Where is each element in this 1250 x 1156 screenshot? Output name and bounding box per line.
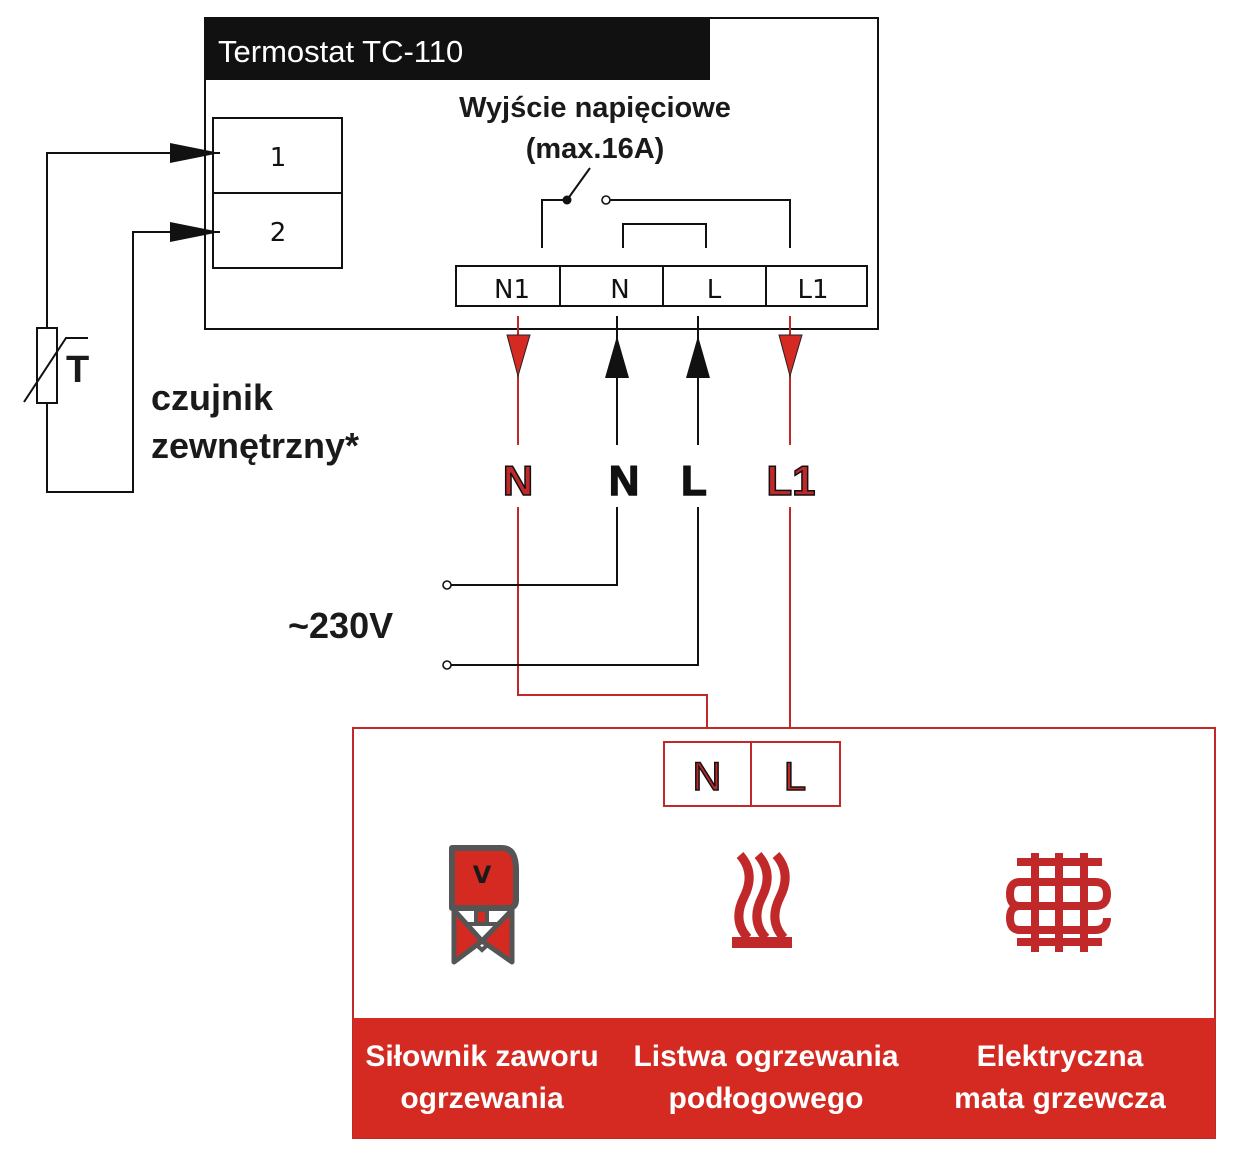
sensor-label-line2: zewnętrzny*: [151, 425, 359, 466]
thermostat-device: Termostat TC-110 Wyjście napięciowe (max…: [204, 17, 879, 330]
load-item-1-line1: Siłownik zaworu: [365, 1040, 598, 1073]
supply-voltage-label: ~230V: [288, 605, 393, 646]
wire-n-to-load: [517, 507, 708, 742]
arrow-up-l-icon: [686, 336, 710, 378]
bridge-n-l: [622, 223, 707, 248]
load-terminal-n: [663, 741, 752, 807]
sensor-terminal-block: 1 2: [212, 117, 343, 269]
load-terminal-n-label: N: [693, 755, 722, 799]
load-terminal-l-label: L: [784, 755, 806, 799]
load-box: N L V Siłowni: [352, 727, 1216, 1139]
supply-terminal-l: [442, 660, 452, 670]
relay-pivot: [562, 195, 572, 205]
arrow-up-n-icon: [605, 336, 629, 378]
external-sensor: T czujnik zewnętrzny*: [23, 143, 359, 493]
terminal-l1-label: L1: [797, 275, 828, 305]
device-title-bar: [205, 18, 710, 80]
heating-strip-icon: [732, 852, 792, 948]
arrow-to-terminal-2-icon: [170, 222, 220, 242]
heating-mat-icon: [1005, 853, 1112, 952]
sensor-terminal-1-label: 1: [270, 143, 287, 173]
output-terminal-strip: N1 N L L1: [455, 265, 868, 307]
output-wires: N N L L1: [442, 316, 816, 742]
valve-actuator-icon: V: [449, 845, 519, 965]
thermistor-symbol: T: [66, 349, 89, 391]
load-terminal-l: [750, 741, 841, 807]
sensor-label-line1: czujnik: [151, 377, 274, 418]
wire-label-n-load: N: [503, 457, 533, 504]
output-heading-line1: Wyjście napięciowe: [459, 92, 731, 124]
relay-switch-arm: [566, 167, 591, 201]
wire-label-l-supply: L: [681, 457, 707, 504]
sensor-wire-2: [46, 231, 220, 493]
terminal-l: [662, 265, 767, 307]
load-item-2-line1: Listwa ogrzewania: [633, 1040, 898, 1073]
wire-label-l1-load: L1: [766, 457, 815, 504]
relay-contact: [541, 167, 791, 248]
load-item-1-line2: ogrzewania: [400, 1082, 564, 1115]
terminal-n1-label: N1: [494, 275, 530, 305]
relay-contact-point: [601, 195, 611, 205]
terminal-l-label: L: [707, 275, 722, 305]
supply-terminal-n: [442, 580, 452, 590]
load-item-3-line1: Elektryczna: [977, 1040, 1144, 1073]
load-footer-band: [353, 1018, 1215, 1138]
wire-l-to-supply: [450, 507, 699, 666]
relay-wire-l1: [610, 199, 791, 248]
sensor-terminal-2-label: 2: [270, 218, 287, 248]
terminal-n-label: N: [610, 275, 629, 305]
arrow-down-n1-icon: [506, 334, 531, 378]
thermistor-slash: [23, 337, 88, 403]
sensor-terminal-2: [212, 192, 343, 269]
load-item-3-line2: mata grzewcza: [954, 1082, 1166, 1115]
terminal-n1: [455, 265, 561, 307]
arrow-to-terminal-1-icon: [170, 143, 220, 163]
arrow-down-l1-icon: [778, 334, 803, 378]
terminal-l1: [765, 265, 868, 307]
device-title: Termostat TC-110: [218, 34, 463, 69]
relay-wire-n1: [541, 199, 567, 248]
svg-text:V: V: [473, 861, 492, 889]
load-item-2-line2: podłogowego: [669, 1082, 864, 1115]
wire-n-to-supply: [450, 507, 618, 586]
sensor-wire-1: [46, 152, 220, 328]
wire-label-n-supply: N: [609, 457, 639, 504]
output-heading-line2: (max.16A): [526, 133, 665, 165]
sensor-terminal-1: [212, 117, 343, 194]
